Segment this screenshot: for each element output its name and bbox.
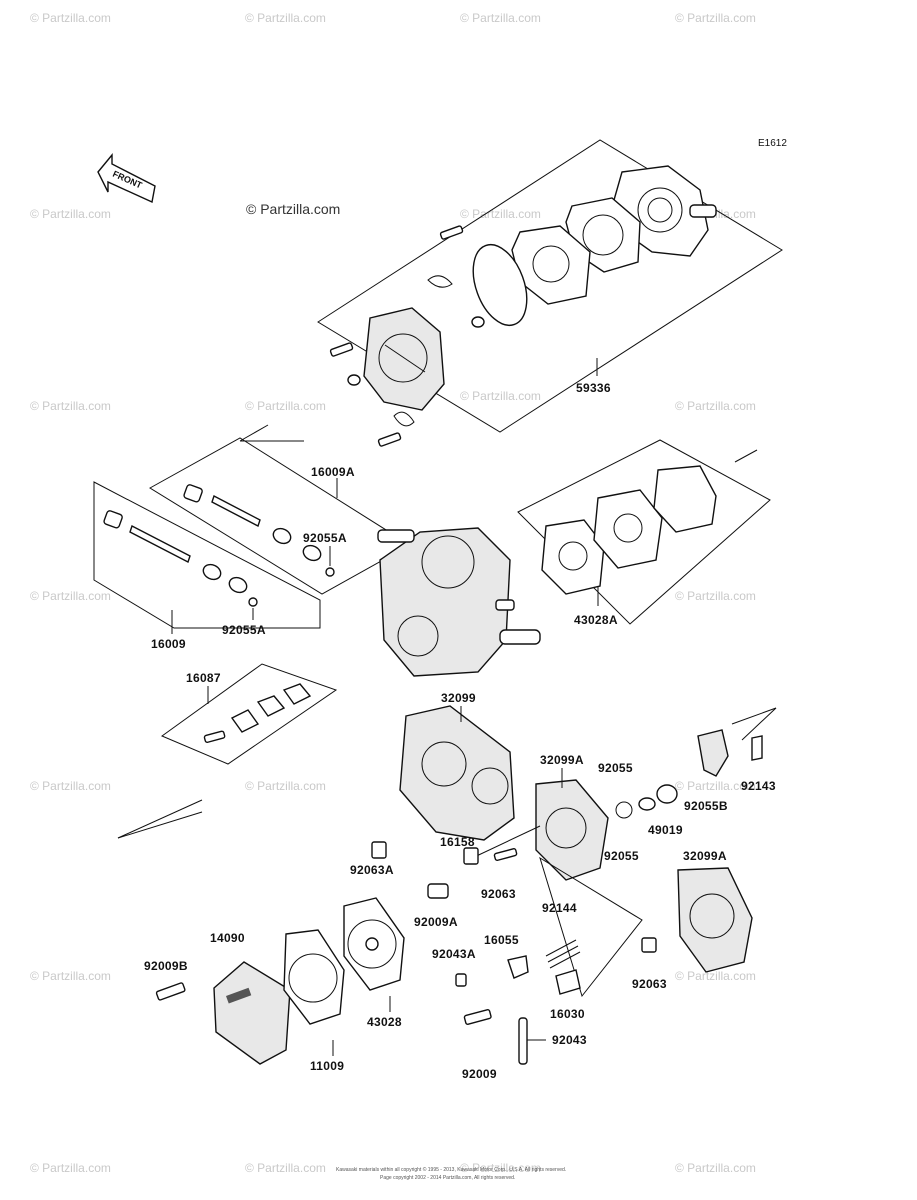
part-label: 32099	[441, 691, 476, 705]
gasket-11009	[283, 929, 345, 1025]
diaphragm-43028	[343, 897, 405, 991]
spring-group-lines	[539, 856, 643, 998]
part-label: 92063	[481, 887, 516, 901]
part-label: 32099A	[683, 849, 727, 863]
watermark: © Partzilla.com	[245, 779, 326, 793]
watermark: © Partzilla.com	[30, 589, 111, 603]
plate-set-box	[160, 663, 338, 765]
watermark-main: © Partzilla.com	[246, 201, 340, 217]
watermark: © Partzilla.com	[675, 399, 756, 413]
watermark: © Partzilla.com	[245, 1161, 326, 1175]
gasket-set-a-parts	[541, 465, 717, 595]
front-arrow-icon: FRONT	[97, 153, 156, 204]
part-label: 92063	[632, 977, 667, 991]
footer-copyright: Kawasaki materials within all copyright …	[336, 1166, 566, 1173]
watermark: © Partzilla.com	[30, 11, 111, 25]
part-label: 49019	[648, 823, 683, 837]
part-label: 32099A	[540, 753, 584, 767]
watermark: © Partzilla.com	[245, 11, 326, 25]
part-label: 92144	[542, 901, 577, 915]
needle-valve-a-box	[149, 437, 411, 595]
part-label: 59336	[576, 381, 611, 395]
watermark: © Partzilla.com	[460, 11, 541, 25]
part-label: 11009	[310, 1059, 344, 1073]
housing-32099a-mid	[535, 779, 609, 881]
watermark: © Partzilla.com	[460, 389, 541, 403]
part-label: 92055	[598, 761, 633, 775]
watermark: © Partzilla.com	[30, 399, 111, 413]
part-label: 92009B	[144, 959, 188, 973]
housing-32099	[399, 705, 515, 841]
watermark: © Partzilla.com	[245, 399, 326, 413]
fuel-pump-parts	[329, 165, 717, 447]
needle-valve-a-parts	[183, 484, 335, 577]
watermark: © Partzilla.com	[675, 1161, 756, 1175]
part-label: 16158	[440, 835, 475, 849]
part-label: 16009	[151, 637, 186, 651]
part-label: 92055A	[303, 531, 347, 545]
watermark: © Partzilla.com	[460, 1161, 541, 1175]
cover-14090	[213, 961, 291, 1065]
carburetor-body	[377, 527, 541, 677]
part-label: 92009	[462, 1067, 497, 1081]
part-label: 92055B	[684, 799, 728, 813]
watermark: © Partzilla.com	[675, 11, 756, 25]
watermark: © Partzilla.com	[30, 969, 111, 983]
watermark: © Partzilla.com	[30, 207, 111, 221]
watermark: © Partzilla.com	[460, 207, 541, 221]
part-label: 16030	[550, 1007, 585, 1021]
diagram-code: E1612	[758, 138, 787, 149]
part-label: 16055	[484, 933, 519, 947]
fuel-pump-group-box	[317, 139, 783, 433]
valve-cap-icon	[697, 729, 729, 777]
watermark: © Partzilla.com	[30, 1161, 111, 1175]
part-label: 92043A	[432, 947, 476, 961]
watermark: © Partzilla.com	[30, 779, 111, 793]
watermark: © Partzilla.com	[675, 589, 756, 603]
part-label: 14090	[210, 931, 245, 945]
footer-copyright-page: Page copyright 2002 - 2014 Partzilla.com…	[380, 1175, 515, 1181]
part-label: 16087	[186, 671, 221, 685]
part-label: 92063A	[350, 863, 394, 877]
part-label: 43028A	[574, 613, 618, 627]
part-label: 92143	[741, 779, 776, 793]
part-label: 92009A	[414, 915, 458, 929]
plate-set-parts	[203, 683, 312, 744]
needle-valve-parts	[103, 510, 258, 607]
needle-valve-box	[93, 481, 321, 629]
watermark: © Partzilla.com	[675, 969, 756, 983]
part-label: 43028	[367, 1015, 402, 1029]
housing-32099a-right	[677, 867, 753, 973]
part-label: 92055	[604, 849, 639, 863]
part-label: 16009A	[311, 465, 355, 479]
part-label: 92055A	[222, 623, 266, 637]
part-label: 92043	[552, 1033, 587, 1047]
watermark: © Partzilla.com	[675, 779, 756, 793]
